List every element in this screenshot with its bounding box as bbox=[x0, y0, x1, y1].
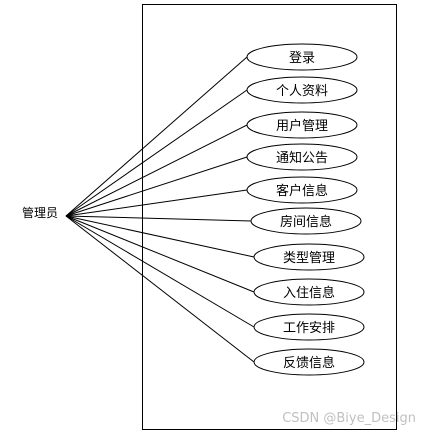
association-line bbox=[65, 215, 255, 293]
use-case-label: 工作安排 bbox=[283, 321, 335, 336]
use-case-ellipse bbox=[253, 278, 365, 306]
association-line bbox=[65, 215, 255, 363]
association-line bbox=[65, 89, 248, 217]
use-case-ellipse bbox=[253, 313, 365, 341]
use-case-ellipse bbox=[253, 243, 365, 271]
use-case-label: 登录 bbox=[289, 51, 315, 66]
use-case-label: 用户管理 bbox=[276, 118, 328, 134]
use-case-label: 个人资料 bbox=[276, 84, 328, 99]
association-line bbox=[65, 56, 248, 217]
use-case-label: 通知公告 bbox=[276, 150, 328, 166]
system-boundary bbox=[142, 4, 397, 430]
use-case-ellipse bbox=[246, 76, 358, 104]
use-case-label: 房间信息 bbox=[280, 214, 332, 230]
association-line bbox=[65, 215, 252, 222]
association-lines bbox=[65, 56, 255, 363]
association-line bbox=[65, 215, 255, 258]
use-case-ellipse bbox=[246, 43, 358, 71]
use-case-label: 入住信息 bbox=[283, 285, 335, 301]
actor-label: 管理员 bbox=[22, 206, 59, 220]
association-line bbox=[65, 156, 248, 217]
watermark-text: CSDN @Biye_Design bbox=[282, 411, 416, 426]
use-case-ellipse bbox=[246, 143, 358, 171]
association-line bbox=[65, 215, 255, 328]
association-line bbox=[65, 124, 248, 217]
association-line bbox=[65, 189, 248, 217]
use-case-label: 客户信息 bbox=[276, 183, 328, 199]
use-case-label: 反馈信息 bbox=[283, 355, 335, 371]
use-case-ellipse bbox=[250, 207, 362, 235]
use-case-label: 类型管理 bbox=[283, 251, 335, 266]
use-case-ellipse bbox=[246, 176, 358, 204]
use-case-ellipse bbox=[246, 111, 358, 139]
use-case-ellipse bbox=[253, 348, 365, 376]
